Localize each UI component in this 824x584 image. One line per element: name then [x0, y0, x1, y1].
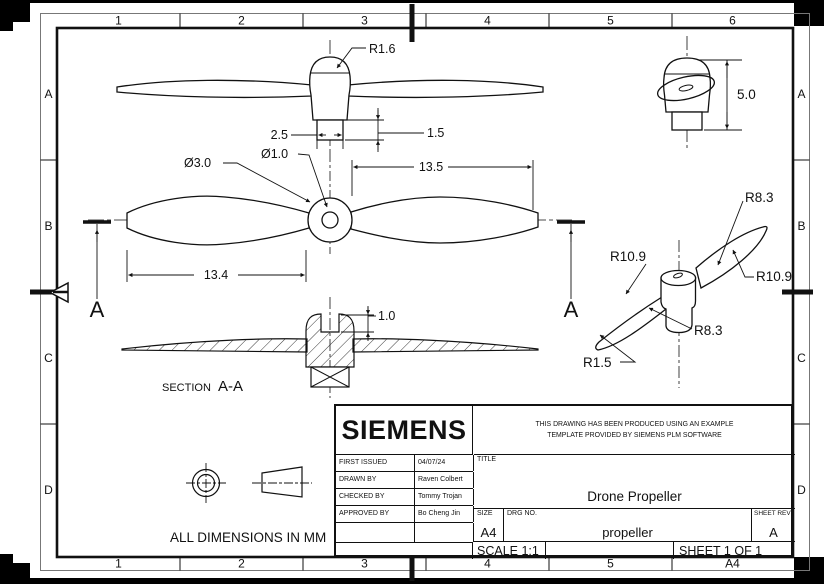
- grid-bottom-2: 2: [238, 557, 245, 571]
- dim-side-height: 5.0: [737, 87, 756, 102]
- approval-row-first-issued: FIRST ISSUED 04/07/24: [336, 455, 474, 472]
- grid-left-b: B: [44, 219, 52, 233]
- dim-iso-r-left: R10.9: [610, 249, 646, 264]
- drg-no-value: propeller: [602, 525, 653, 540]
- plan-view: Ø3.0 Ø1.0 13.5 13.4 A A: [83, 147, 585, 322]
- disclaimer-cell: THIS DRAWING HAS BEEN PRODUCED USING AN …: [474, 406, 795, 455]
- title-label: TITLE: [477, 456, 497, 463]
- title-block-empty-cell: [336, 543, 473, 559]
- grid-left-d: D: [44, 483, 53, 497]
- section-mark-right-label: A: [564, 297, 579, 322]
- title-cell: TITLE Drone Propeller: [474, 455, 795, 509]
- dim-plan-bore-dia: Ø1.0: [261, 147, 288, 161]
- grid-right-b: B: [797, 219, 805, 233]
- first-issued-value: 04/07/24: [418, 459, 446, 466]
- grid-top-4: 4: [484, 14, 491, 28]
- dim-front-boss-width: 2.5: [271, 128, 288, 142]
- crop-mark-bl2: [0, 554, 13, 581]
- dim-iso-r-right: R10.9: [756, 269, 792, 284]
- size-drg-rev-row: SIZE A4 DRG NO. propeller SHEET REV A: [474, 509, 795, 542]
- dim-section-hole-depth: 1.0: [378, 309, 395, 323]
- size-value: A4: [480, 525, 497, 540]
- approved-by-value: Bo Cheng Jin: [418, 510, 461, 517]
- iso-view: R8.3 R10.9 R10.9 R8.3 R1.5: [583, 190, 792, 388]
- scale-sheet-row: SCALE 1:1 SHEET 1 OF 1: [474, 542, 795, 559]
- grid-left-a: A: [44, 87, 52, 101]
- drg-no-cell: DRG NO. propeller: [504, 509, 751, 542]
- grid-labels: 1 2 3 4 5 6 1 2 3 4 5 A4 A B C D A B C D: [44, 14, 806, 571]
- drawn-by-label: DRAWN BY: [339, 476, 377, 483]
- drawn-by-value: Raven Colbert: [418, 476, 463, 483]
- front-view: R1.6 2.5 1.5: [116, 40, 544, 152]
- approval-row-checked-by: CHECKED BY Tommy Trojan: [336, 489, 474, 506]
- grid-top-1: 1: [115, 14, 122, 28]
- siemens-logo: SIEMENS: [336, 406, 473, 455]
- checked-by-label: CHECKED BY: [339, 493, 385, 500]
- size-cell: SIZE A4: [474, 509, 504, 542]
- dim-iso-r-tip: R1.5: [583, 355, 612, 370]
- grid-top-2: 2: [238, 14, 245, 28]
- dim-plan-left-blade: 13.4: [204, 268, 228, 282]
- page-edge-top: [0, 0, 824, 3]
- dim-plan-hub-dia: Ø3.0: [184, 156, 211, 170]
- section-caption-prefix: SECTION: [162, 382, 211, 394]
- approval-row-empty: [336, 523, 474, 543]
- grid-right-d: D: [797, 483, 806, 497]
- dim-front-hub-radius: R1.6: [369, 42, 395, 56]
- grid-left-c: C: [44, 351, 53, 365]
- section-cut-marks: [83, 220, 585, 299]
- size-label: SIZE: [477, 510, 493, 517]
- grid-bottom-6: A4: [725, 557, 740, 571]
- dim-plan-right-blade: 13.5: [419, 160, 443, 174]
- dim-iso-r-bottom: R8.3: [694, 323, 723, 338]
- grid-top-3: 3: [361, 14, 368, 28]
- grid-right-a: A: [797, 87, 805, 101]
- section-mark-left-label: A: [90, 297, 105, 322]
- scale-empty-cell: [546, 542, 674, 559]
- dim-front-boss-height: 1.5: [427, 126, 444, 140]
- grid-top-6: 6: [729, 14, 736, 28]
- approved-by-label: APPROVED BY: [339, 510, 390, 517]
- grid-bottom-5: 5: [607, 557, 614, 571]
- scale-cell: SCALE 1:1: [474, 542, 546, 559]
- first-issued-label: FIRST ISSUED: [339, 459, 388, 466]
- crop-mark-tl2: [0, 2, 13, 31]
- side-view: 5.0: [656, 36, 756, 150]
- sheet-cell: SHEET 1 OF 1: [679, 544, 763, 558]
- grid-bottom-3: 3: [361, 557, 368, 571]
- approval-row-drawn-by: DRAWN BY Raven Colbert: [336, 472, 474, 489]
- checked-by-value: Tommy Trojan: [418, 493, 462, 500]
- sheet-rev-label: SHEET REV: [754, 510, 791, 517]
- units-note: ALL DIMENSIONS IN MM: [170, 530, 326, 545]
- dim-iso-r-top: R8.3: [745, 190, 774, 205]
- sheet-rev-cell: SHEET REV A: [751, 509, 795, 542]
- grid-top-5: 5: [607, 14, 614, 28]
- disclaimer-line1: THIS DRAWING HAS BEEN PRODUCED USING AN …: [535, 420, 734, 428]
- approval-row-approved-by: APPROVED BY Bo Cheng Jin: [336, 506, 474, 523]
- title-block: SIEMENS FIRST ISSUED 04/07/24 DRAWN BY R…: [334, 404, 795, 559]
- sheet-rev-value: A: [769, 525, 778, 540]
- section-caption-name: A-A: [218, 378, 243, 395]
- grid-right-c: C: [797, 351, 806, 365]
- projection-symbol: [186, 463, 312, 503]
- section-view: 1.0 SECTION A-A: [121, 297, 539, 398]
- drg-no-label: DRG NO.: [507, 510, 537, 517]
- drawing-title: Drone Propeller: [587, 489, 682, 504]
- disclaimer-line2: TEMPLATE PROVIDED BY SIEMENS PLM SOFTWAR…: [547, 432, 722, 439]
- grid-bottom-4: 4: [484, 557, 491, 571]
- grid-bottom-1: 1: [115, 557, 122, 571]
